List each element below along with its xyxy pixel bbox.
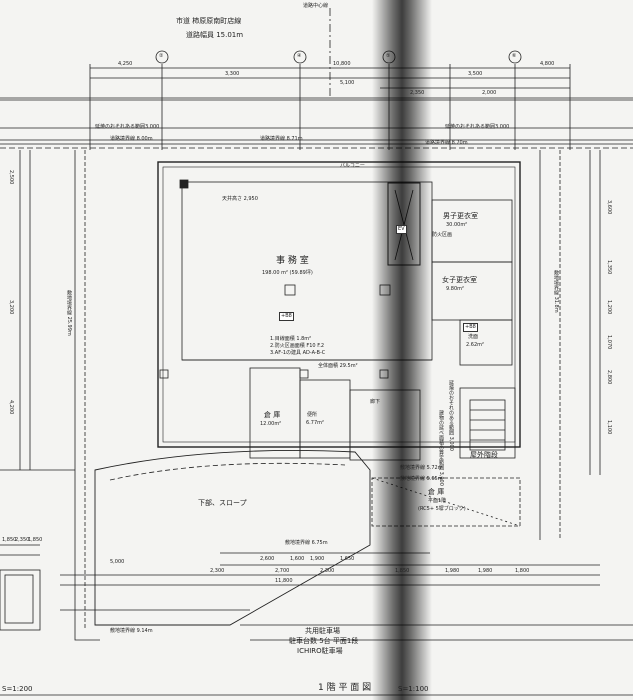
- legend-b: 2.防火区画面積 F10 F.2: [270, 343, 325, 349]
- parking-storage-note: (RC5+ 5塀ブロック): [418, 506, 466, 512]
- bottom-dim-6: 2,700: [275, 568, 290, 574]
- top-dim-5: 3,500: [468, 71, 483, 77]
- staff-room-right: 女子更衣室: [442, 276, 477, 284]
- toilet-name: 便所: [307, 412, 318, 418]
- road-name: 市道 柿原原南町店線: [176, 17, 242, 25]
- grid-mark-4: ④: [297, 53, 302, 59]
- total-area: 全体面積 29.5m²: [318, 363, 358, 369]
- setback-right: 延焼のおそれある範囲3.000: [445, 124, 510, 130]
- right-dim-3: 1,200: [606, 300, 612, 315]
- left-dim-3: 3,200: [8, 300, 14, 315]
- top-dim-3: 10,800: [333, 61, 351, 67]
- fire-zone: 防火区画: [432, 232, 453, 238]
- right-dim-2: 1,350: [606, 260, 612, 275]
- parking-line-1: 共用駐車場: [305, 627, 340, 635]
- staff-room-left-area: 30.00m²: [446, 222, 468, 228]
- shower-label: 洗面: [468, 334, 479, 340]
- top-dim-2: 3,300: [225, 71, 240, 77]
- legend-a: 1.目線面積 1.8m²: [270, 336, 312, 342]
- mark-ev: EV: [396, 225, 407, 234]
- left-dim-2: 4,200: [8, 400, 14, 415]
- top-dim-6: 4,800: [540, 61, 555, 67]
- bottom-dim-4: 5,000: [110, 559, 125, 565]
- road-center-line-label: 道路中心線: [303, 3, 329, 9]
- boundary-left: 道路境界線 8.00m: [110, 136, 153, 142]
- bottom-dim-14: 1,600: [290, 556, 305, 562]
- top-dim-sub-2: 2,000: [482, 90, 497, 96]
- corridor-label: 廊下: [370, 399, 381, 405]
- bottom-dim-12: 1,800: [515, 568, 530, 574]
- bottom-dim-10: 1,980: [445, 568, 460, 574]
- staff-room-right-area: 9.80m²: [446, 286, 465, 292]
- parking-storage-name: 倉 庫: [428, 488, 445, 496]
- warehouse-name: 倉 庫: [264, 411, 281, 419]
- scale-left: S=1:200: [2, 685, 33, 693]
- drawing-title: 1 階 平 面 図: [318, 683, 372, 693]
- right-dim-6: 1,100: [606, 420, 612, 435]
- bottom-dim-15: 1,900: [310, 556, 325, 562]
- bottom-dim-3: 1,850: [28, 537, 43, 543]
- grid-mark-5: ⑤: [386, 53, 391, 59]
- boundary-bottom-d: 敷地境界線 5.72m: [400, 465, 443, 471]
- room-3-area: 2.62m²: [466, 342, 485, 348]
- parking-line-3: ICHIRO駐車場: [297, 647, 343, 655]
- stairs-name: 屋外階段: [470, 451, 498, 459]
- bottom-dim-2: 2,350: [15, 537, 30, 543]
- bottom-dim-9: 1,850: [395, 568, 410, 574]
- mark-c: +B8: [463, 323, 478, 332]
- bottom-dim-16: 1,650: [340, 556, 355, 562]
- top-dim-sub-1: 2,350: [410, 90, 425, 96]
- slope-label: 下部、スロープ: [198, 499, 247, 507]
- boundary-bottom-b: 敷地境界線 5.65m: [400, 476, 443, 482]
- right-dim-4: 1,070: [606, 335, 612, 350]
- ceiling-note: 天井高さ 2,950: [222, 196, 258, 202]
- bottom-dim-1: 1,850: [2, 537, 17, 543]
- bottom-dim-5: 2,300: [210, 568, 225, 574]
- note-1: 建物の延べ面積の算定範囲 3,000: [438, 410, 444, 486]
- grid-mark-6: ⑥: [512, 53, 517, 59]
- left-dim-1: 2,500: [8, 170, 14, 185]
- boundary-mid: 道路境界線 8.71m: [260, 136, 303, 142]
- balcony-label: バルコニー: [340, 163, 365, 169]
- right-total-dim: 敷地境界線 31.8m: [553, 270, 559, 313]
- right-dim-5: 2,800: [606, 370, 612, 385]
- parking-storage-sub: 平面1階: [428, 498, 447, 504]
- mark-b: +B8: [279, 312, 294, 321]
- left-total-dim: 敷地境界線 25.99m: [66, 290, 72, 336]
- office-room-name: 事 務 室: [276, 256, 309, 266]
- road-width: 道路幅員 15.01m: [186, 31, 244, 39]
- top-dim-4: 5,100: [340, 80, 355, 86]
- drawing-scale: S=1:100: [398, 685, 429, 693]
- right-dim-1: 3,600: [606, 200, 612, 215]
- bottom-dim-8: 11,800: [275, 578, 293, 584]
- boundary-bottom-c: 敷地境界線 9.14m: [110, 628, 153, 634]
- parking-line-2: 駐車台数 5台 平面1段: [289, 637, 359, 645]
- grid-mark-2: ②: [159, 53, 164, 59]
- boundary-bottom-a: 敷地境界線 6.75m: [285, 540, 328, 546]
- boundary-right: 道路境界線 8.70m: [425, 140, 468, 146]
- office-room-area: 198.00 m² (59.89坪): [262, 270, 313, 276]
- staff-room-left: 男子更衣室: [443, 212, 478, 220]
- bottom-dim-7: 2,300: [320, 568, 335, 574]
- setback-left: 延焼のおそれある範囲3.000: [95, 124, 160, 130]
- top-dim-1: 4,250: [118, 61, 133, 67]
- toilet-area: 6.77m²: [306, 420, 325, 426]
- legend-c: 3.AF-1の建具 AD-A-B-C: [270, 350, 326, 356]
- bottom-dim-11: 1,980: [478, 568, 493, 574]
- note-2: 延焼のおそれのある範囲 3,000: [448, 380, 454, 451]
- warehouse-area: 12.00m²: [260, 421, 282, 427]
- bottom-dim-13: 2,600: [260, 556, 275, 562]
